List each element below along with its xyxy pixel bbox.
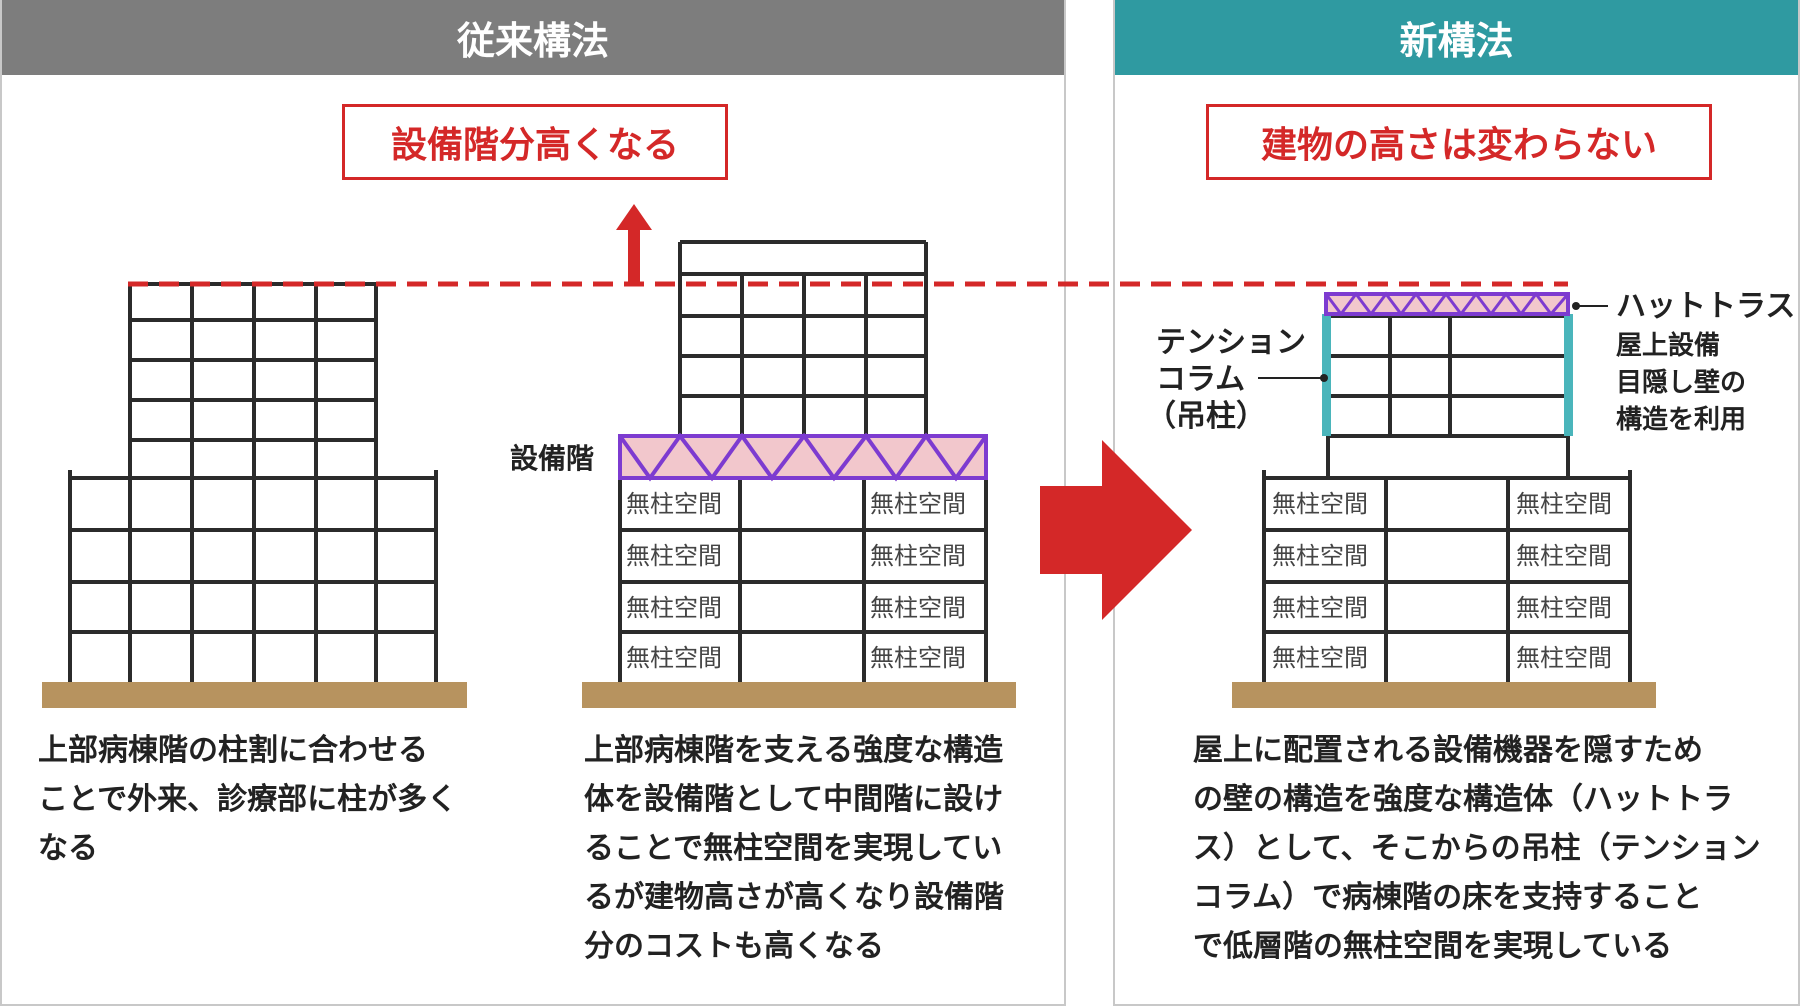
tension-column-callout: テンション コラム （吊柱） <box>1146 325 1328 434</box>
description-new-method: 屋上に配置される設備機器を隠すため の壁の構造を強度な構造体（ハットトラ ス）と… <box>1193 726 1761 971</box>
description-conventional-b: 上部病棟階を支える強度な構造 体を設備階として中間階に設け ることで無柱空間を実… <box>584 726 1004 971</box>
desc-line: コラム）で病棟階の床を支持すること <box>1193 880 1703 915</box>
desc-line: で低層階の無柱空間を実現している <box>1193 929 1673 964</box>
column-free-labels-b: 無柱空間 無柱空間 無柱空間 無柱空間 無柱空間 無柱空間 無柱空間 無柱空間 <box>626 490 966 672</box>
desc-line: 上部病棟階の柱割に合わせる <box>38 733 428 768</box>
label-column-free: 無柱空間 <box>1516 490 1612 518</box>
hat-truss-callout: ハットトラス 屋上設備 目隠し壁の 構造を利用 <box>1572 289 1795 435</box>
label-column-free: 無柱空間 <box>870 490 966 518</box>
ground-b <box>582 682 1016 708</box>
label-column-free: 無柱空間 <box>870 594 966 622</box>
equipment-floor-truss <box>618 432 988 482</box>
desc-line: ことで外来、診療部に柱が多く <box>38 782 458 817</box>
label-column-free: 無柱空間 <box>1272 490 1368 518</box>
label-column-free: 無柱空間 <box>870 542 966 570</box>
hat-label-line: 構造を利用 <box>1616 405 1746 435</box>
tension-label-line: （吊柱） <box>1146 399 1266 434</box>
panel-new-method: 新構法 建物の高さは変わらない 屋上に配置される設備機器を隠すため の壁の構造を… <box>1113 0 1800 1006</box>
header-new-method: 新構法 <box>1115 0 1798 75</box>
building-conventional-equipment-floor <box>618 240 988 682</box>
building-conventional-aligned <box>68 282 438 682</box>
tension-label-line: コラム <box>1156 362 1245 397</box>
hat-label-line: 屋上設備 <box>1616 330 1720 361</box>
transition-arrow-icon <box>1040 440 1192 620</box>
arrow-up-icon <box>616 204 652 284</box>
label-column-free: 無柱空間 <box>1516 644 1612 672</box>
label-column-free: 無柱空間 <box>626 594 722 622</box>
label-column-free: 無柱空間 <box>626 644 722 672</box>
ground-c <box>1232 682 1656 708</box>
callout-height-unchanged: 建物の高さは変わらない <box>1206 104 1712 180</box>
ground-a <box>42 682 467 708</box>
label-column-free: 無柱空間 <box>1272 644 1368 672</box>
label-column-free: 無柱空間 <box>1516 542 1612 570</box>
header-conventional: 従来構法 <box>2 0 1064 75</box>
label-equipment-floor: 設備階 <box>510 442 594 475</box>
desc-line: 分のコストも高くなる <box>584 929 884 964</box>
tension-column-right <box>1564 314 1573 436</box>
panel-conventional: 従来構法 設備階分高くなる 上部病棟階の柱割に合わせる ことで外来、診療部に柱が… <box>0 0 1066 1006</box>
description-conventional-a: 上部病棟階の柱割に合わせる ことで外来、診療部に柱が多く なる <box>38 726 457 873</box>
desc-line: ス）として、そこからの吊柱（テンション <box>1193 831 1761 866</box>
desc-line: の壁の構造を強度な構造体（ハットトラ <box>1193 782 1733 817</box>
callout-height-increase: 設備階分高くなる <box>342 104 728 180</box>
label-column-free: 無柱空間 <box>626 490 722 518</box>
label-column-free: 無柱空間 <box>626 542 722 570</box>
desc-line: なる <box>38 831 98 866</box>
desc-line: るが建物高さが高くなり設備階 <box>584 880 1004 915</box>
label-column-free: 無柱空間 <box>870 644 966 672</box>
label-column-free: 無柱空間 <box>1272 594 1368 622</box>
desc-line: 屋上に配置される設備機器を隠すため <box>1193 733 1703 768</box>
hat-label-line: ハットトラス <box>1616 289 1795 324</box>
hat-truss <box>1324 291 1570 317</box>
column-free-labels-c: 無柱空間 無柱空間 無柱空間 無柱空間 無柱空間 無柱空間 無柱空間 無柱空間 <box>1272 490 1612 672</box>
label-column-free: 無柱空間 <box>1272 542 1368 570</box>
tension-label-line: テンション <box>1156 325 1306 360</box>
hat-label-line: 目隠し壁の <box>1616 367 1746 398</box>
desc-line: 上部病棟階を支える強度な構造 <box>584 733 1004 768</box>
desc-line: ることで無柱空間を実現してい <box>584 831 1003 866</box>
desc-line: 体を設備階として中間階に設け <box>584 782 1004 817</box>
label-column-free: 無柱空間 <box>1516 594 1612 622</box>
